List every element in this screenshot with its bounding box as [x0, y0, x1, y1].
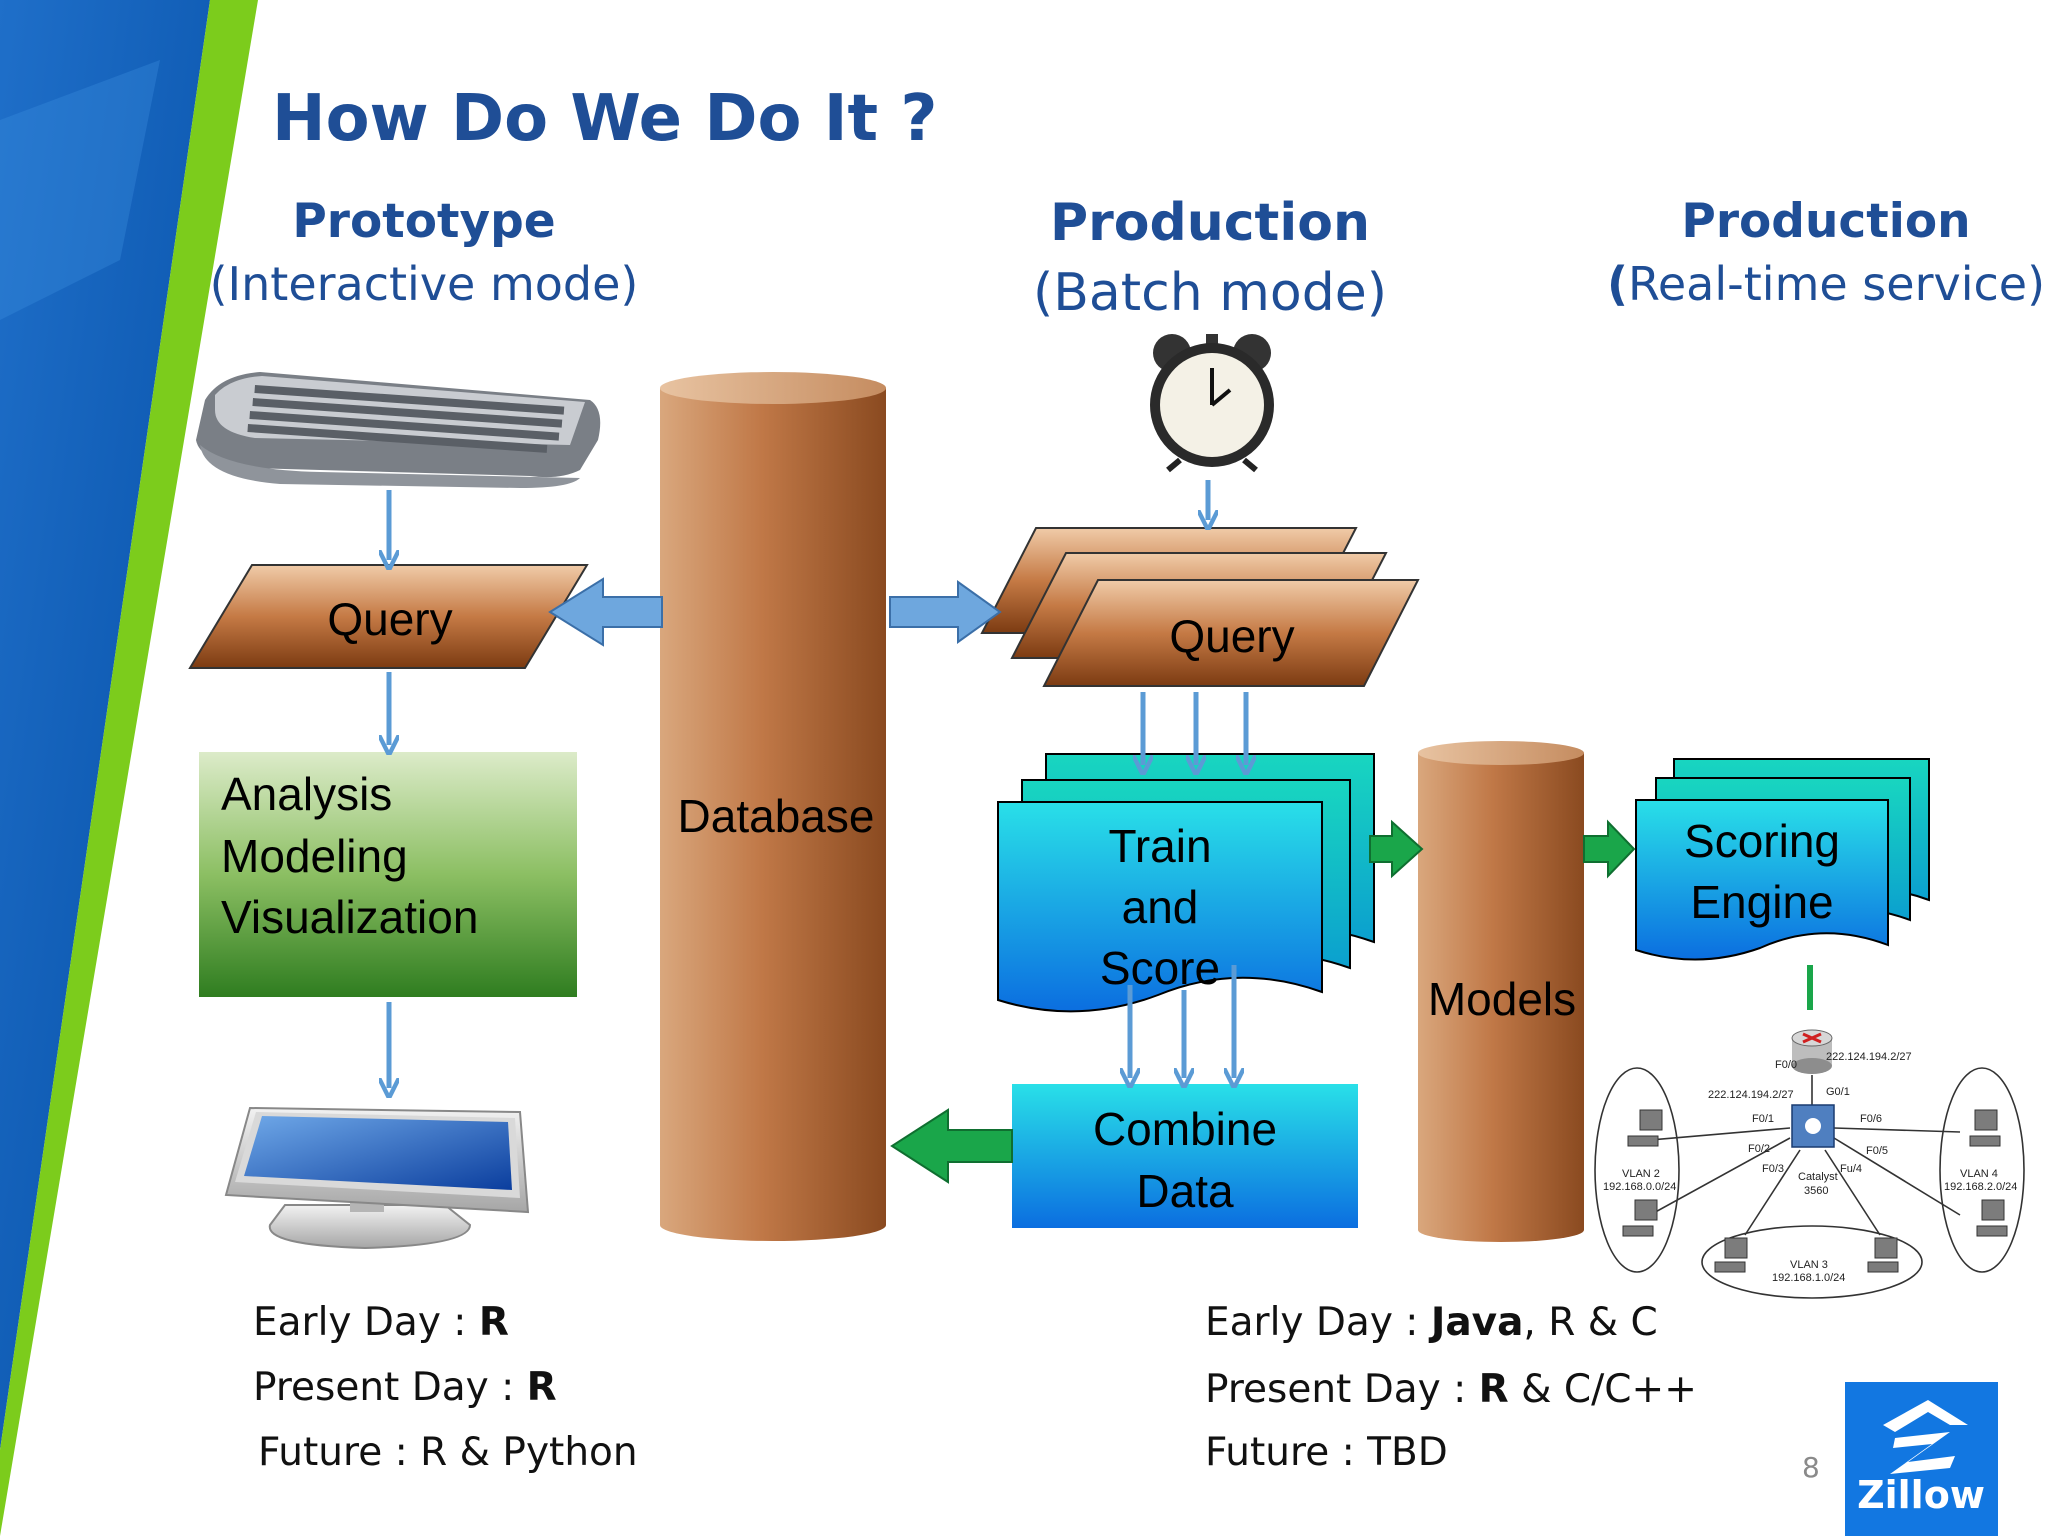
scoring-engine-label: Scoring Engine — [1684, 815, 1840, 928]
svg-text:Data: Data — [1136, 1165, 1234, 1217]
svg-text:Catalyst: Catalyst — [1798, 1171, 1838, 1183]
models-label: Models — [1428, 973, 1576, 1025]
svg-text:F0/0: F0/0 — [1775, 1059, 1797, 1071]
query-batch-stack — [980, 527, 1420, 687]
svg-text:Scoring: Scoring — [1684, 815, 1840, 867]
switch-icon — [1791, 1104, 1835, 1148]
database-label: Database — [678, 790, 875, 842]
svg-text:Present Day : R: Present Day : R — [253, 1365, 557, 1410]
analysis-node — [199, 752, 577, 997]
router-icon — [1791, 1029, 1833, 1074]
arrow-models-to-scoring — [1583, 819, 1636, 879]
svg-text:3560: 3560 — [1804, 1185, 1828, 1197]
arrow-database-to-query-left — [548, 577, 663, 647]
keyboard-icon — [196, 372, 601, 488]
svg-text:Fu/4: Fu/4 — [1840, 1163, 1862, 1175]
svg-text:F0/6: F0/6 — [1860, 1113, 1882, 1125]
svg-text:Score: Score — [1100, 942, 1220, 994]
svg-text:222.124.194.2/27: 222.124.194.2/27 — [1708, 1089, 1794, 1101]
svg-text:Visualization: Visualization — [221, 891, 478, 943]
page-number: 8 — [1802, 1451, 1820, 1484]
query-prototype-node — [188, 564, 589, 669]
network-diagram — [1594, 1067, 2025, 1299]
combine-data-node — [1012, 1084, 1358, 1228]
svg-text:VLAN 4: VLAN 4 — [1960, 1168, 1998, 1180]
zillow-logo — [1845, 1382, 1998, 1536]
footer-left: Early Day : R Present Day : R Future : R… — [253, 1300, 638, 1475]
computer-icons — [1622, 1109, 2008, 1273]
monitor-icon — [224, 1106, 530, 1250]
svg-text:192.168.1.0/24: 192.168.1.0/24 — [1772, 1272, 1845, 1284]
footer-right: Early Day : Java, R & C Present Day : R … — [1205, 1300, 1697, 1475]
scoring-engine-stack — [1635, 758, 1930, 961]
svg-text:Combine: Combine — [1093, 1103, 1277, 1155]
prototype-heading: Prototype — [292, 194, 555, 249]
realtime-heading: Production — [1681, 194, 1970, 249]
prototype-subheading: (Interactive mode) — [210, 257, 639, 311]
svg-text:G0/1: G0/1 — [1826, 1086, 1850, 1098]
alarm-clock-icon — [1150, 334, 1274, 473]
svg-text:Modeling: Modeling — [221, 830, 408, 882]
models-cylinder — [1418, 741, 1584, 1242]
svg-text:F0/3: F0/3 — [1762, 1163, 1784, 1175]
svg-text:Present Day : R & C/C++: Present Day : R & C/C++ — [1205, 1367, 1697, 1412]
svg-text:192.168.0.0/24: 192.168.0.0/24 — [1603, 1181, 1676, 1193]
left-decorative-band — [0, 0, 258, 1536]
arrow-train-to-models — [1369, 819, 1424, 879]
database-cylinder — [660, 372, 886, 1241]
svg-text:F0/1: F0/1 — [1752, 1113, 1774, 1125]
svg-text:F0/5: F0/5 — [1866, 1145, 1888, 1157]
svg-text:VLAN 2: VLAN 2 — [1622, 1168, 1660, 1180]
batch-subheading: (Batch mode) — [1033, 263, 1387, 323]
svg-text:VLAN 3: VLAN 3 — [1790, 1259, 1828, 1271]
train-score-stack — [997, 753, 1375, 1013]
svg-text:222.124.194.2/27: 222.124.194.2/27 — [1826, 1051, 1912, 1063]
network-labels: F0/0 222.124.194.2/27 222.124.194.2/27 G… — [1603, 1051, 2017, 1284]
slide-title: How Do We Do It ? — [272, 82, 938, 156]
svg-text:Future : TBD: Future : TBD — [1205, 1430, 1448, 1475]
svg-text:192.168.2.0/24: 192.168.2.0/24 — [1944, 1181, 2017, 1193]
batch-heading: Production — [1050, 193, 1370, 253]
query-batch-label: Query — [1169, 610, 1294, 662]
svg-text:Analysis: Analysis — [221, 768, 392, 820]
arrow-combine-to-database — [890, 1108, 1013, 1184]
svg-text:and: and — [1122, 881, 1199, 933]
svg-text:Early Day : Java, R & C: Early Day : Java, R & C — [1205, 1300, 1658, 1345]
svg-text:Train: Train — [1108, 820, 1211, 872]
query-prototype-label: Query — [327, 593, 452, 645]
realtime-subheading: (Real-time service) — [1607, 257, 2045, 311]
arrow-database-to-query-batch — [889, 580, 1002, 644]
analysis-label: Analysis Modeling Visualization — [221, 768, 478, 943]
svg-text:F0/2: F0/2 — [1748, 1143, 1770, 1155]
train-score-label: Train and Score — [1100, 820, 1220, 994]
svg-text:Future : R & Python: Future : R & Python — [258, 1430, 638, 1475]
combine-data-label: Combine Data — [1093, 1103, 1277, 1217]
svg-text:Early Day : R: Early Day : R — [253, 1300, 509, 1345]
zillow-logo-text: Zillow — [1857, 1473, 1985, 1517]
svg-text:Engine: Engine — [1690, 876, 1833, 928]
